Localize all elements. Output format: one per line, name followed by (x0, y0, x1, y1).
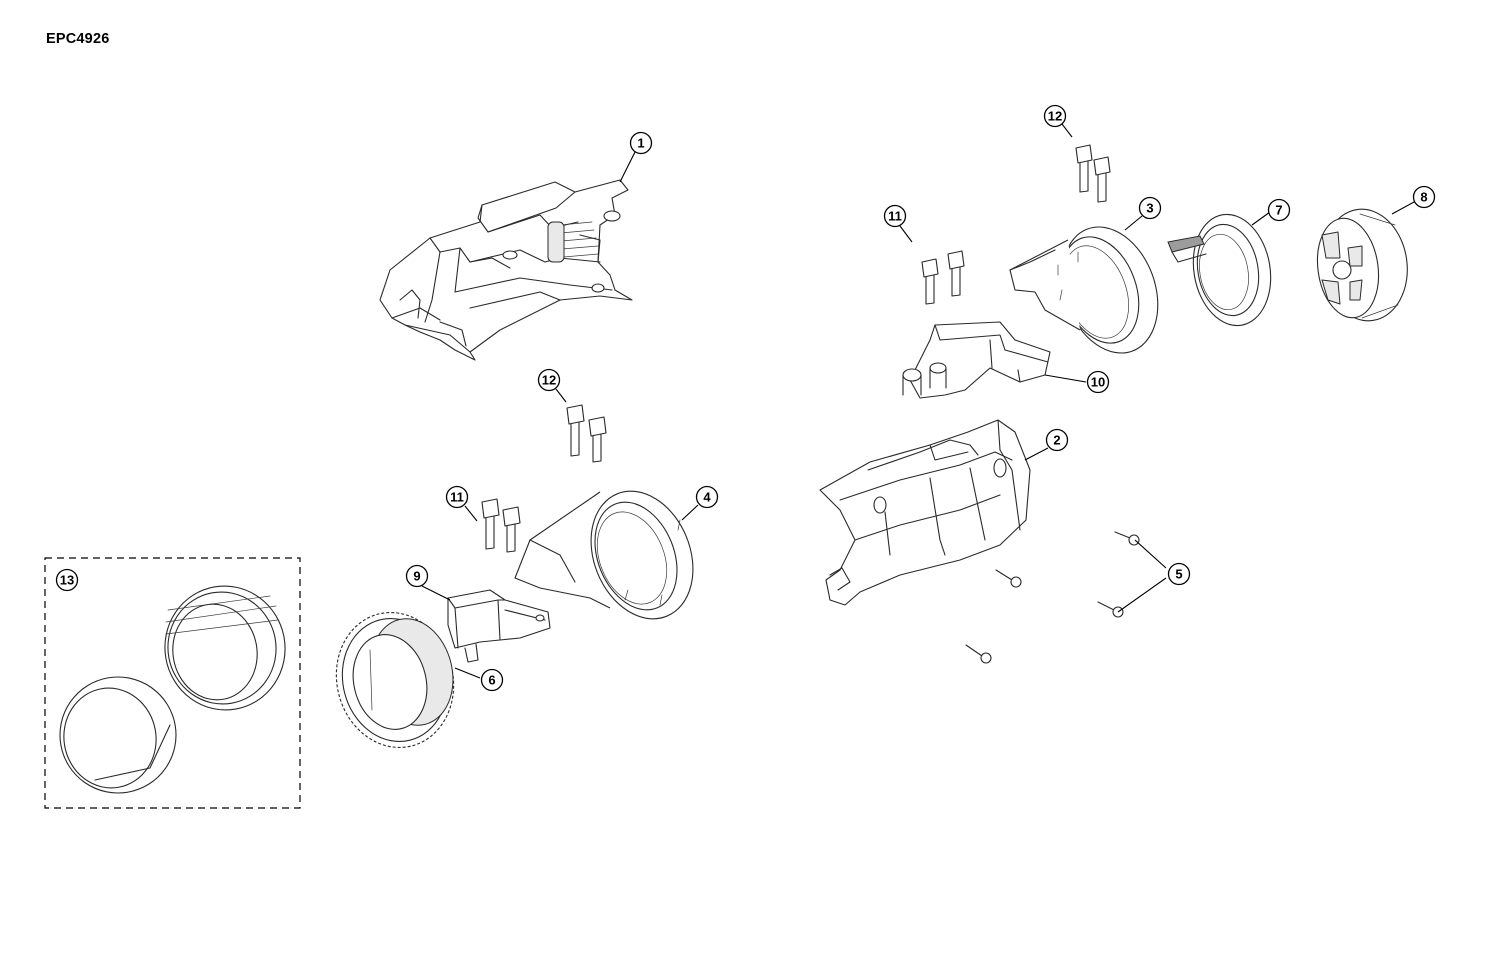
bolts-set-11-upper (921, 250, 965, 305)
part-8-wheel-cover (1316, 208, 1408, 322)
bolts-set-11-lower (481, 498, 521, 553)
bolts-set-12-upper (1075, 144, 1111, 203)
callout-leaders (421, 123, 1415, 679)
callout-4: 4 (695, 485, 719, 509)
svg-text:3: 3 (1146, 201, 1153, 216)
svg-text:7: 7 (1275, 203, 1282, 218)
part-6-toothed-ring (335, 611, 455, 749)
part-3-ring-mount (1009, 226, 1159, 354)
svg-text:2: 2 (1053, 433, 1060, 448)
callout-8: 8 (1412, 185, 1436, 209)
part-4-ring-mount (514, 490, 694, 620)
document-code: EPC4926 (46, 31, 110, 47)
callout-12-upper: 12 (1043, 104, 1067, 128)
callout-13: 13 (55, 568, 79, 592)
callout-11-lower: 11 (445, 485, 469, 509)
part-13-kit (44, 557, 301, 809)
svg-text:11: 11 (450, 490, 464, 505)
svg-text:10: 10 (1091, 375, 1105, 390)
bolts-set-5 (965, 531, 1140, 664)
part-9-bracket (447, 589, 551, 663)
callout-9: 9 (405, 564, 429, 588)
svg-text:4: 4 (703, 490, 711, 505)
callout-12-lower: 12 (537, 368, 561, 392)
svg-text:11: 11 (888, 209, 902, 224)
callout-7: 7 (1267, 198, 1291, 222)
callout-3: 3 (1138, 196, 1162, 220)
part-2-lower-shroud (819, 419, 1031, 606)
svg-text:12: 12 (1048, 109, 1062, 124)
svg-text:12: 12 (542, 373, 556, 388)
svg-text:9: 9 (413, 569, 420, 584)
callout-5: 5 (1167, 562, 1191, 586)
callout-10: 10 (1086, 370, 1110, 394)
part-7-ring-assembly (1167, 213, 1272, 327)
part-10-bracket (902, 321, 1051, 399)
callout-2: 2 (1045, 428, 1069, 452)
svg-text:8: 8 (1420, 190, 1427, 205)
bolts-set-12-lower (566, 404, 607, 463)
svg-text:13: 13 (60, 573, 74, 588)
callout-1: 1 (629, 131, 653, 155)
svg-text:5: 5 (1175, 567, 1182, 582)
callout-6: 6 (480, 668, 504, 692)
svg-text:6: 6 (488, 673, 495, 688)
callout-11-upper: 11 (883, 204, 907, 228)
part-1-upper-housing (379, 179, 633, 361)
svg-text:1: 1 (637, 136, 644, 151)
